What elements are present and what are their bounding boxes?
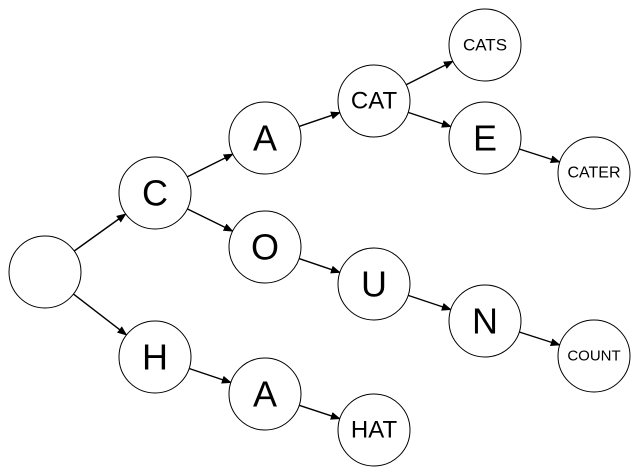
trie-node-cater: CATER [557, 136, 631, 210]
node-circle [337, 64, 411, 138]
trie-node-c: C [118, 156, 192, 230]
node-label: U [361, 264, 387, 305]
node-label: E [473, 118, 497, 159]
edge-c-to-ca [186, 153, 234, 178]
node-circle [337, 393, 411, 467]
nodes-layer: C H A O A CAT U HAT CATS E N CATER COUNT [8, 8, 631, 467]
edge-cou-to-coun [407, 294, 452, 311]
trie-node-ca: A [228, 101, 302, 175]
node-label: CATS [463, 36, 507, 55]
edge-cat-to-cats [405, 60, 454, 86]
node-circle [448, 8, 522, 82]
node-circle [448, 101, 522, 175]
edge-cat-to-cate [407, 111, 452, 128]
edge-h-to-ha [188, 367, 232, 384]
node-label: COUNT [567, 348, 620, 365]
node-label: N [472, 301, 498, 342]
node-circle [118, 156, 192, 230]
edge-coun-to-count [519, 331, 561, 347]
node-circle [337, 247, 411, 321]
node-circle [118, 320, 192, 394]
node-label: H [142, 337, 168, 378]
trie-node-cat: CAT [337, 64, 411, 138]
trie-node-hat: HAT [337, 393, 411, 467]
edge-ha-to-hat [298, 404, 341, 420]
node-circle [228, 101, 302, 175]
node-circle [228, 357, 302, 431]
node-label: A [253, 374, 277, 415]
edge-root-to-c [73, 213, 127, 252]
node-circle [8, 235, 82, 309]
node-circle [557, 319, 631, 393]
node-label: O [251, 227, 279, 268]
trie-node-cou: U [337, 247, 411, 321]
node-circle [557, 136, 631, 210]
node-label: A [253, 118, 277, 159]
edge-ca-to-cat [298, 111, 341, 128]
trie-node-co: O [228, 210, 302, 284]
trie-node-root [8, 235, 82, 309]
trie-node-coun: N [448, 284, 522, 358]
edges-layer [73, 60, 561, 420]
edge-cate-to-cater [519, 148, 561, 164]
node-label: HAT [351, 417, 398, 444]
trie-node-count: COUNT [557, 319, 631, 393]
node-label: C [142, 173, 168, 214]
node-label: CATER [567, 165, 620, 182]
node-circle [228, 210, 302, 284]
trie-node-h: H [118, 320, 192, 394]
edge-root-to-h [73, 293, 128, 336]
trie-node-ha: A [228, 357, 302, 431]
edge-c-to-co [187, 208, 234, 232]
edge-co-to-cou [298, 257, 341, 274]
trie-node-cate: E [448, 101, 522, 175]
node-label: CAT [351, 88, 398, 115]
trie-node-cats: CATS [448, 8, 522, 82]
node-circle [448, 284, 522, 358]
